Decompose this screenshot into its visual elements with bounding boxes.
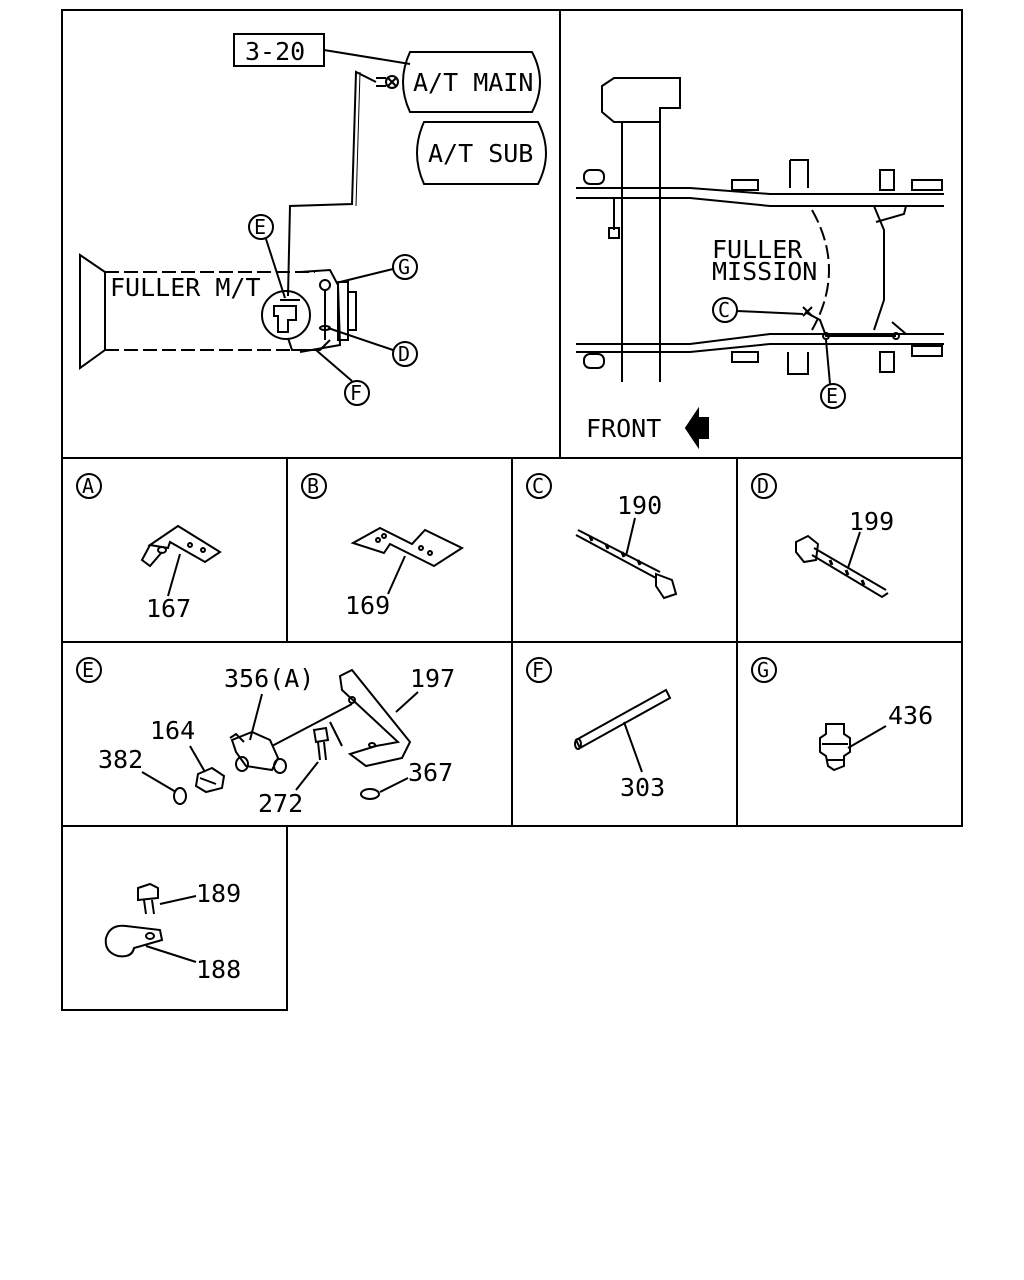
fuller-label: FULLER xyxy=(712,235,803,264)
detail-c-letter: C xyxy=(532,474,544,498)
front-arrow-icon xyxy=(684,406,709,450)
union-164 xyxy=(194,766,226,794)
fuller-mt-label: FULLER M/T xyxy=(110,273,261,302)
frame-rail-upper xyxy=(576,187,944,195)
detail-f-letter: F xyxy=(532,658,544,682)
part-272: 272 xyxy=(258,789,303,818)
part-164: 164 xyxy=(150,716,195,745)
part-188: 188 xyxy=(196,955,241,984)
detail-d: D 199 xyxy=(751,473,894,599)
cable-tie-199 xyxy=(795,534,820,564)
detail-g-letter: G xyxy=(757,658,769,682)
transmission-bellhousing xyxy=(79,253,106,370)
detail-e-highlight xyxy=(261,290,311,340)
mission-label: MISSION xyxy=(712,257,817,286)
detail-c: C 190 xyxy=(526,473,678,600)
callout-e-right xyxy=(820,383,846,409)
part-436: 436 xyxy=(888,701,933,730)
at-sub-label: A/T SUB xyxy=(428,139,533,168)
svg-text:E: E xyxy=(826,384,838,408)
washer-367 xyxy=(360,788,380,800)
svg-text:E: E xyxy=(254,215,266,239)
callout-g xyxy=(392,254,418,280)
main-view-right: FULLER MISSION C E FRONT xyxy=(576,77,944,450)
svg-text:D: D xyxy=(398,342,410,366)
cable-tie-190 xyxy=(575,529,661,579)
detail-e: E 356(A) 197 164 382 272 367 xyxy=(76,657,455,818)
washer-382 xyxy=(173,787,187,805)
callout-e xyxy=(248,214,274,240)
main-view-left: 3-20 A/T MAIN A/T SUB FULLER M/T xyxy=(79,33,547,406)
svg-text:C: C xyxy=(718,298,730,322)
part-367: 367 xyxy=(408,758,453,787)
part-303: 303 xyxy=(620,773,665,802)
part-382: 382 xyxy=(98,745,143,774)
part-169: 169 xyxy=(345,591,390,620)
diagram-frame xyxy=(61,9,963,1011)
detail-a: A 167 xyxy=(76,473,222,623)
air-pipe xyxy=(287,70,377,297)
bolt-272 xyxy=(312,726,330,744)
bolt-189 xyxy=(137,882,159,902)
detail-e-letter: E xyxy=(82,658,94,682)
ref-label: 3-20 xyxy=(245,37,305,66)
frame-rail-lower xyxy=(576,333,944,345)
part-167: 167 xyxy=(146,594,191,623)
detail-g: G 436 xyxy=(751,657,933,772)
front-label: FRONT xyxy=(586,414,661,443)
part-189: 189 xyxy=(196,879,241,908)
at-main-label: A/T MAIN xyxy=(413,68,533,97)
svg-text:F: F xyxy=(350,381,362,405)
bracket-197 xyxy=(338,668,412,768)
detail-f: F 303 xyxy=(526,657,672,802)
at-sub-tank xyxy=(416,121,547,185)
part-199: 199 xyxy=(849,507,894,536)
part-356a: 356(A) xyxy=(224,664,314,693)
plate-169 xyxy=(350,526,465,568)
part-197: 197 xyxy=(410,664,455,693)
detail-b: B 169 xyxy=(301,473,465,620)
detail-a-letter: A xyxy=(82,474,94,498)
engine-outline xyxy=(601,77,681,123)
detail-d-letter: D xyxy=(757,474,769,498)
part-190: 190 xyxy=(617,491,662,520)
clamp-188 xyxy=(104,924,164,958)
air-pipe-right xyxy=(804,311,896,337)
callout-f xyxy=(344,380,370,406)
at-main-tank xyxy=(402,51,541,113)
callout-c xyxy=(712,297,738,323)
detail-clamp: 189 188 xyxy=(104,879,241,984)
svg-text:G: G xyxy=(398,255,410,279)
bracket-167 xyxy=(147,524,222,564)
valve-icon xyxy=(385,75,399,89)
callout-d xyxy=(392,341,418,367)
detail-b-letter: B xyxy=(307,474,319,498)
hose-303 xyxy=(574,688,672,750)
transmission-outline xyxy=(811,209,830,331)
fitting-436 xyxy=(819,723,851,772)
